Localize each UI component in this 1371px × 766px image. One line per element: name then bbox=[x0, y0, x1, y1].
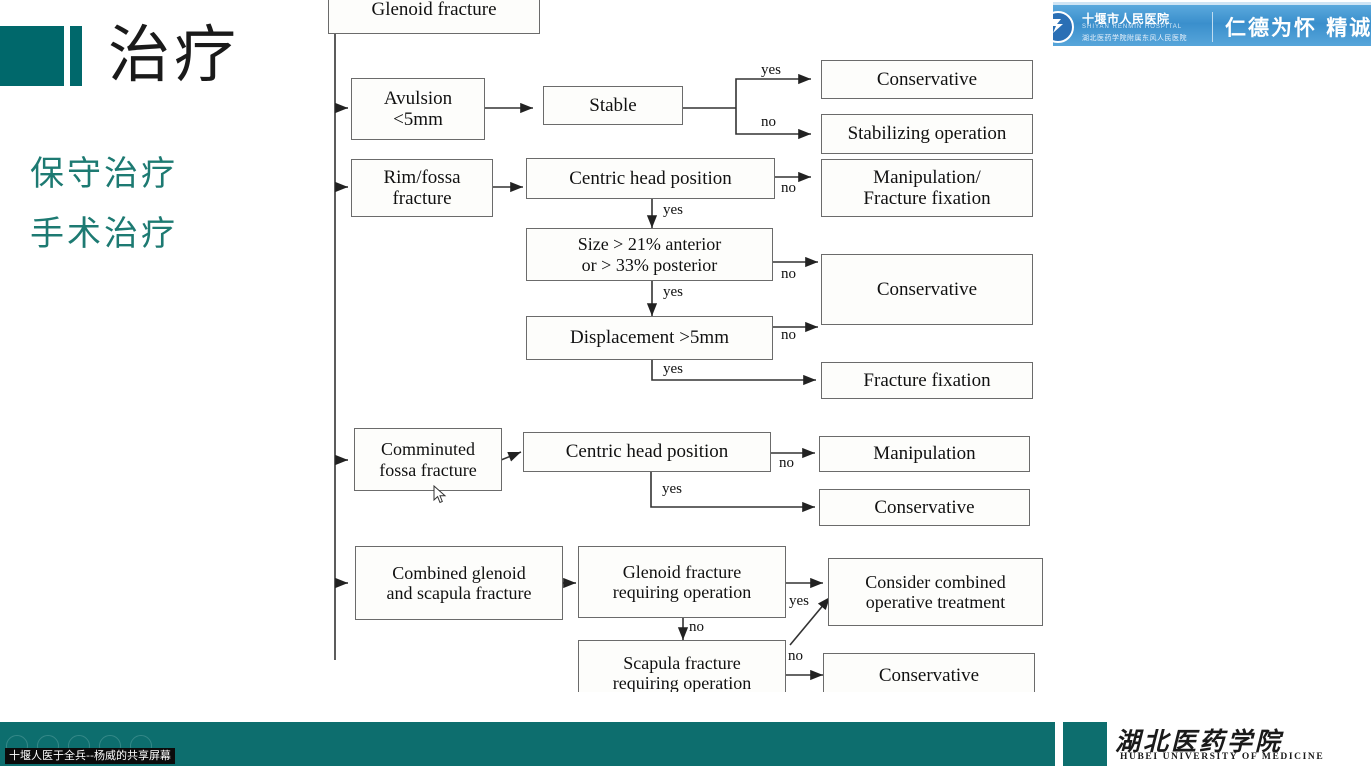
title-accent-bar bbox=[70, 26, 82, 86]
node-scapula-requiring-operation: Scapula fracture requiring operation bbox=[578, 640, 786, 694]
hospital-affiliation: 湖北医药学院附属东风人民医院 bbox=[1082, 34, 1187, 42]
node-manipulation: Manipulation bbox=[819, 436, 1030, 472]
node-conservative-2: Conservative bbox=[821, 254, 1033, 325]
node-combined-glenoid-scapula: Combined glenoid and scapula fracture bbox=[355, 546, 563, 620]
node-rim-fossa-fracture: Rim/fossa fracture bbox=[351, 159, 493, 217]
bullet-item-2: 手术治疗 bbox=[30, 214, 178, 254]
page-title: 治疗 bbox=[108, 18, 241, 91]
node-centric-head-position-2: Centric head position bbox=[523, 432, 771, 472]
edge-label-no-size: no bbox=[781, 266, 796, 282]
edge-label-no-centric2: no bbox=[779, 455, 794, 471]
hospital-banner: 十堰市人民医院 SHIYAN RENMIN HOSPITAL 湖北医药学院附属东… bbox=[1030, 2, 1371, 46]
node-glenoid-requiring-operation: Glenoid fracture requiring operation bbox=[578, 546, 786, 618]
edge-label-no-scapop: no bbox=[788, 648, 803, 664]
node-avulsion: Avulsion <5mm bbox=[351, 78, 485, 140]
university-name-en: HUBEI UNIVERSITY OF MEDICINE bbox=[1120, 752, 1325, 762]
node-displacement: Displacement >5mm bbox=[526, 316, 773, 360]
node-stable: Stable bbox=[543, 86, 683, 125]
edge-label-yes-size: yes bbox=[663, 284, 683, 300]
node-manipulation-fracture-fixation: Manipulation/ Fracture fixation bbox=[821, 159, 1033, 217]
footer-accent-block bbox=[1063, 722, 1107, 766]
node-consider-combined-treatment: Consider combined operative treatment bbox=[828, 558, 1043, 626]
node-comminuted-fossa-fracture: Comminuted fossa fracture bbox=[354, 428, 502, 491]
node-centric-head-position-1: Centric head position bbox=[526, 158, 775, 199]
university-name-cn: 湖北医药学院 bbox=[1115, 727, 1284, 756]
edge-label-yes-stable: yes bbox=[761, 62, 781, 78]
node-stabilizing-operation: Stabilizing operation bbox=[821, 114, 1033, 154]
node-conservative-3: Conservative bbox=[819, 489, 1030, 526]
hospital-name-cn: 十堰市人民医院 bbox=[1082, 12, 1170, 26]
edge-label-no-displ: no bbox=[781, 327, 796, 343]
edge-label-no-glenop: no bbox=[689, 619, 704, 635]
edge-label-yes-glenop: yes bbox=[789, 593, 809, 609]
mouse-cursor-icon bbox=[433, 485, 447, 504]
edge-label-yes-centric1: yes bbox=[663, 202, 683, 218]
hospital-name-en: SHIYAN RENMIN HOSPITAL bbox=[1082, 24, 1183, 30]
edge-label-no-stable: no bbox=[761, 114, 776, 130]
node-glenoid-fracture: Glenoid fracture bbox=[328, 0, 540, 34]
flowchart-connectors bbox=[334, 33, 831, 681]
hospital-slogan: 仁德为怀 精诚为民 bbox=[1225, 16, 1371, 40]
bullet-item-1: 保守治疗 bbox=[30, 154, 178, 194]
edge-label-yes-displ: yes bbox=[663, 361, 683, 377]
flowchart-figure: Glenoid fracture Avulsion <5mm Stable Co… bbox=[318, 0, 1053, 694]
node-fracture-fixation: Fracture fixation bbox=[821, 362, 1033, 399]
node-size-threshold: Size > 21% anterior or > 33% posterior bbox=[526, 228, 773, 281]
node-conservative-1: Conservative bbox=[821, 60, 1033, 99]
edge-label-yes-centric2: yes bbox=[662, 481, 682, 497]
citation-strip: [1]Dirk P H Van Oostveen, Olivier P P Te… bbox=[0, 692, 1371, 722]
edge-label-no-centric1: no bbox=[781, 180, 796, 196]
title-accent-block bbox=[0, 26, 64, 86]
screen-share-label[interactable]: 十堰人医于全兵--杨威的共享屏幕 bbox=[5, 748, 175, 764]
node-conservative-4: Conservative bbox=[823, 653, 1035, 694]
footer-bar-white-panel bbox=[1055, 722, 1371, 766]
banner-divider bbox=[1212, 12, 1213, 42]
